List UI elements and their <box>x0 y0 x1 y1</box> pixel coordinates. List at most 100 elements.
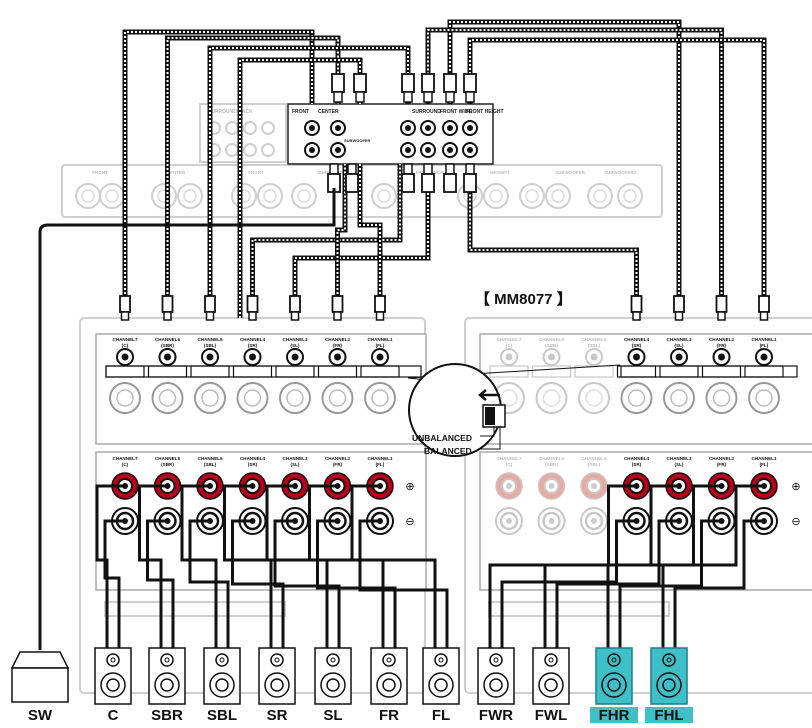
speaker-wire <box>673 519 764 648</box>
plus-sign: ⊕ <box>405 481 414 493</box>
amp-left-jacks: CHANNEL7(C)CHANNEL7(C)CHANNEL6(SBR)CHANN… <box>104 337 422 617</box>
amp-switch-box <box>531 365 572 378</box>
speaker-label: FHR <box>599 707 630 723</box>
amp-terminal-negative-inner <box>499 511 519 531</box>
amp-speaker-channel-label: CHANNEL6 <box>155 456 180 461</box>
rca-plug-tip <box>347 163 357 175</box>
rca-cable-braid <box>449 21 680 318</box>
amp-speaker-sub-label: (FL) <box>376 462 385 467</box>
amp-rca-pin <box>590 353 598 361</box>
amp-terminal-negative-core <box>548 518 555 524</box>
callout-unbalanced-label: UNBALANCED <box>412 433 472 443</box>
processor-rca-pin <box>309 147 315 153</box>
speaker-label: FL <box>432 707 450 723</box>
amp-xlr-inner <box>371 389 389 407</box>
rca-plug-body <box>331 73 345 93</box>
speaker-tweeter-icon <box>382 653 396 667</box>
amp-input-channel-label: CHANNEL4 <box>624 337 649 342</box>
speaker-cabinet-icon <box>203 647 241 705</box>
amp-terminal-positive-core <box>548 483 555 489</box>
processor-rca-pin <box>405 125 411 131</box>
processor-faded-jack <box>225 143 239 157</box>
amp-xlr-inner <box>542 389 561 407</box>
rca-plug-tip <box>445 163 455 175</box>
speaker-woofer-center <box>326 678 340 692</box>
speaker-label: SR <box>267 707 288 723</box>
speaker-cabinet-icon <box>258 647 296 705</box>
rca-plug-tip <box>423 163 433 175</box>
amp-xlr-jack <box>194 382 226 414</box>
amp-right-switch-bar <box>620 365 798 378</box>
amp-speaker-sub-label: (SBR) <box>161 462 174 467</box>
speaker-wire <box>555 519 679 648</box>
speaker-tweeter-icon <box>326 653 340 667</box>
amp-input-channel-label: CHANNEL7 <box>112 337 137 342</box>
speaker-cabinet-icon <box>477 647 515 705</box>
processor-xlr-inner <box>551 189 565 203</box>
rca-plug-tip <box>465 163 475 175</box>
rca-plug-body <box>715 295 728 313</box>
processor-xlr-inner <box>183 189 197 203</box>
speaker-tweeter-icon <box>160 653 174 667</box>
amp-xlr-jack <box>151 382 184 414</box>
processor-rca-pin <box>447 147 453 153</box>
processor-rca-pin <box>467 147 473 153</box>
amp-speaker-channel-label: CHANNEL5 <box>197 456 222 461</box>
processor-section-label: FRONT WIDE <box>440 109 472 115</box>
processor-xlr-jack <box>177 183 203 209</box>
speaker-cabinet-icon <box>148 647 186 705</box>
rca-plug-tip <box>445 91 455 103</box>
amp-rca-pin <box>633 353 640 361</box>
callout-balanced-label: BALANCED <box>424 446 472 456</box>
amp-xlr-inner <box>500 389 518 407</box>
amp-xlr-jack <box>620 382 653 414</box>
speaker-wire <box>146 519 175 648</box>
processor-faded-jack <box>243 121 257 135</box>
speaker-woofer-center <box>489 678 503 692</box>
amp-speaker-channel-label: CHANNEL1 <box>367 456 392 461</box>
speaker-label: SBR <box>151 707 183 723</box>
subwoofer-top <box>10 651 70 669</box>
rca-plug-body <box>374 295 386 313</box>
amp-speaker-sub-label: (FL) <box>760 462 769 467</box>
rca-cable-outline <box>357 164 383 318</box>
rca-plug-tip <box>403 91 413 103</box>
processor-balanced-label: CENTER <box>167 170 186 175</box>
speaker-label: FR <box>379 707 399 723</box>
processor-rca-pin <box>447 125 453 131</box>
amp-speaker-sub-label: (FR) <box>333 462 343 467</box>
speaker-tweeter-center <box>666 657 672 663</box>
amp-rca-pin <box>505 353 513 361</box>
rca-cable-outline <box>122 29 315 318</box>
speaker-sbl: SBL <box>203 647 241 724</box>
processor-section-label: FRONT <box>292 109 309 115</box>
amp-xlr-inner <box>286 389 304 407</box>
amp-input-sub-label: (FR) <box>333 343 343 348</box>
rca-plug-tip <box>674 311 684 321</box>
amp-left: CHANNEL7(C)CHANNEL7(C)CHANNEL6(SBR)CHANN… <box>79 317 427 694</box>
amp-xlr-inner <box>328 389 347 407</box>
speaker-woofer-icon <box>376 672 402 698</box>
amp-terminal-negative-core <box>506 518 512 524</box>
speaker-wire <box>138 484 168 648</box>
rca-plug-body <box>443 173 457 193</box>
amp-xlr-jack <box>321 382 354 414</box>
amp-xlr-jack <box>364 382 396 414</box>
speaker-fhl: FHL <box>645 647 693 724</box>
rca-plug-tip <box>403 163 413 175</box>
amp-speaker-sub-label: (SBL) <box>204 462 217 467</box>
processor-xlr-jack <box>75 183 101 209</box>
speaker-woofer-center <box>160 678 174 692</box>
amp-xlr-jack <box>663 382 695 414</box>
rca-plug-tip <box>375 311 385 321</box>
amp-speaker-sub-label: (SBL) <box>588 462 601 467</box>
rca-cable-braid <box>427 29 723 318</box>
processor-balanced-labels: FRONTCENTERFRONTSURROUNDFRONT WIDEHEIGHT… <box>92 170 636 175</box>
amp-terminal-negative-inner <box>542 511 561 531</box>
rca-cable-braid <box>124 31 313 318</box>
speaker-woofer-center <box>434 678 448 692</box>
plus-sign: ⊕ <box>791 481 800 493</box>
rca-cable-outline <box>250 164 403 318</box>
arrow-left-icon <box>478 389 500 401</box>
amp-input-channel-label: CHANNEL6 <box>155 337 180 342</box>
